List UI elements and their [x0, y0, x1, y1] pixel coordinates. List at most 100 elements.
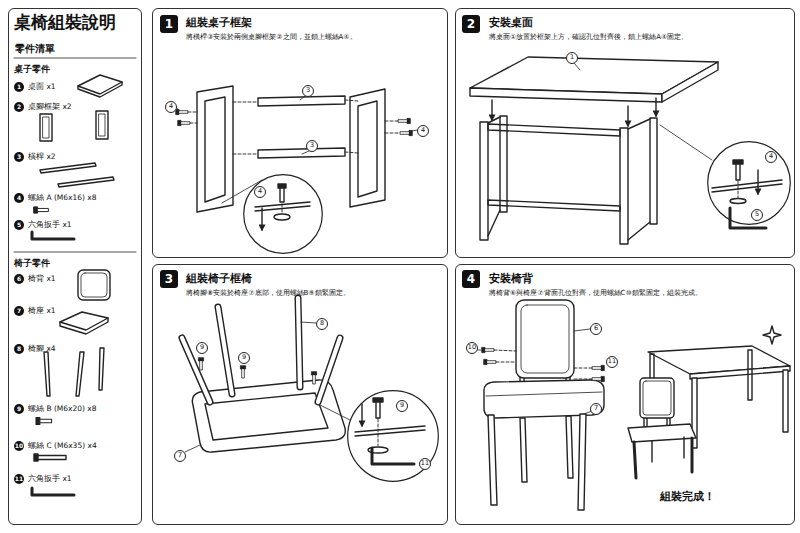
step4-art	[496, 362, 516, 363]
inset-circle	[708, 142, 791, 225]
step1-art	[176, 86, 417, 230]
step4-art	[486, 392, 602, 396]
step1-art	[302, 151, 309, 154]
step4-art	[643, 381, 671, 415]
step-instruction: 將桌面①放置於框架上方，確認孔位對齊後，鎖上螺絲A④固定。	[489, 33, 688, 41]
step3-art	[311, 372, 316, 384]
step2-art	[712, 184, 782, 192]
step2-art	[757, 170, 758, 194]
step2-art	[488, 210, 500, 236]
step1-art	[400, 130, 412, 135]
step-panel: 安裝椅背將椅背⑥與椅座⑦背面孔位對齊，使用螺絲C⑩鎖緊固定，組裝完成。	[455, 264, 795, 525]
step4-art	[521, 305, 569, 373]
step4-art	[520, 418, 527, 482]
part-name: 六角扳手 x1	[28, 474, 72, 483]
step2-art	[574, 63, 580, 70]
step4-art	[574, 368, 592, 369]
part-number: 8	[14, 344, 24, 354]
inset-outline	[707, 141, 791, 225]
step3-art	[205, 393, 328, 440]
step1-art	[345, 100, 358, 101]
step3-art	[378, 419, 379, 446]
step3-art	[185, 445, 200, 452]
step4-art	[690, 366, 790, 379]
step4-art	[651, 441, 652, 462]
callout-number: 4	[765, 151, 777, 163]
callout-number: 9	[196, 342, 208, 354]
part-number: 1	[14, 82, 24, 92]
parts-list-art	[78, 82, 122, 97]
parts-list-art	[76, 352, 84, 396]
step4-art	[578, 414, 586, 510]
step3-art	[301, 322, 316, 323]
parts-list-art	[81, 273, 107, 297]
step1-art	[205, 97, 225, 202]
step2-art	[488, 124, 620, 136]
part-name: 螺絲 A (M6x16) x8	[28, 193, 97, 202]
section-heading: 零件清單	[15, 43, 55, 54]
step2-art	[628, 222, 650, 240]
step-heading: 組裝桌子框架	[186, 16, 252, 29]
parts-list-art	[99, 114, 105, 136]
part-number: 3	[14, 152, 24, 162]
step1-art	[261, 208, 262, 230]
step4-art	[482, 347, 494, 352]
step1-art	[258, 148, 345, 158]
callout-number: 5	[751, 209, 763, 221]
callout-number: 6	[590, 323, 602, 335]
callout-number: 9	[396, 400, 408, 412]
step4-art	[574, 329, 590, 331]
parts-list-art	[14, 58, 136, 59]
step1-art	[255, 206, 310, 211]
step3-art	[182, 298, 425, 464]
step3-art	[218, 307, 232, 394]
part-number: 10	[14, 441, 24, 451]
inset-outline	[243, 174, 323, 254]
step-number: 1	[160, 15, 178, 33]
callout-number: 7	[590, 403, 602, 415]
callout-number: 8	[316, 318, 328, 330]
parts-list-art	[78, 270, 110, 300]
step2-art	[480, 122, 488, 240]
step1-art	[233, 154, 258, 155]
step2-art	[655, 98, 656, 116]
step2-art	[627, 106, 628, 126]
step-instruction: 將椅背⑥與椅座⑦背面孔位對齊，使用螺絲C⑩鎖緊固定，組裝完成。	[489, 289, 702, 297]
step1-art	[197, 86, 233, 212]
step2-art	[730, 208, 766, 228]
step1-art	[385, 121, 398, 122]
parts-list-art	[36, 418, 52, 425]
step2-art	[491, 100, 492, 120]
step4-art	[566, 416, 573, 478]
step1-art	[350, 89, 385, 207]
step1-art	[258, 96, 345, 106]
part-number: 7	[14, 306, 24, 316]
step4-art	[574, 379, 592, 380]
step4-art	[783, 370, 788, 432]
part-number: 2	[14, 102, 24, 112]
step2-art	[470, 88, 662, 102]
section-label: 桌子零件	[14, 64, 50, 74]
callout-number: 4	[417, 125, 429, 137]
step4-art	[592, 365, 604, 370]
step1-art	[178, 120, 190, 125]
callout-number: 1	[566, 52, 578, 64]
section-label: 椅子零件	[14, 258, 50, 268]
step1-art	[398, 118, 410, 123]
parts-list-art	[14, 58, 136, 495]
part-name: 螺絲 C (M6x35) x4	[28, 441, 97, 450]
step1-art	[176, 109, 188, 114]
step-panel: 組裝桌子框架將橫桿③安裝於兩側桌腳框架②之間，並鎖上螺絲A④。4	[152, 8, 448, 258]
step1-art	[282, 204, 283, 214]
step3-art	[182, 338, 210, 402]
step4-art	[628, 424, 696, 442]
part-number: 9	[14, 404, 24, 414]
step4-art	[634, 442, 636, 478]
callout-number: 4	[254, 186, 266, 198]
step-heading: 組裝椅子框椅	[186, 272, 252, 285]
step3-art	[320, 405, 350, 420]
part-name: 椅腳 x4	[28, 344, 56, 353]
step2-art	[470, 57, 782, 244]
step4-art	[484, 359, 496, 364]
